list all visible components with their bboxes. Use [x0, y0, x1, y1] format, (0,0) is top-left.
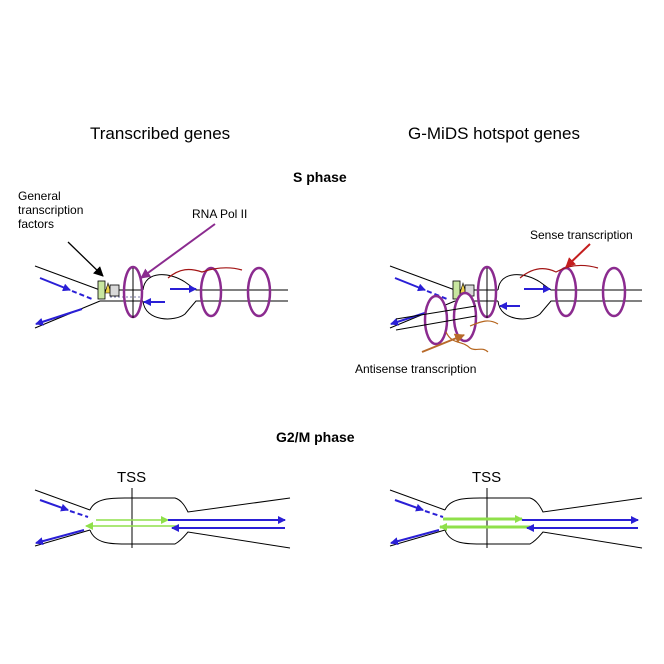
label-gtf-line2: transcription — [18, 203, 83, 217]
g2m-left-fork — [34, 488, 291, 549]
rna-pol-ii-right-2 — [554, 266, 578, 318]
label-rna-pol-ii: RNA Pol II — [192, 207, 247, 221]
label-gtf-line1: General — [18, 189, 61, 203]
rna-pol-ii-antisense-1 — [423, 294, 449, 346]
label-antisense-transcription: Antisense transcription — [355, 362, 476, 376]
label-gtf-line3: factors — [18, 217, 54, 231]
label-sense-transcription: Sense transcription — [530, 228, 633, 242]
rna-pol-ii-left-3 — [246, 266, 272, 318]
s-phase-left-fork — [34, 223, 288, 329]
phase-label-s: S phase — [293, 169, 347, 185]
title-transcribed-genes: Transcribed genes — [90, 124, 230, 143]
phase-label-g2m: G2/M phase — [276, 429, 355, 445]
label-tss-right: TSS — [472, 469, 501, 486]
s-phase-right-fork — [389, 243, 642, 353]
rna-pol-ii-antisense-2 — [452, 291, 478, 343]
g2m-right-fork — [389, 488, 643, 549]
label-tss-left: TSS — [117, 469, 146, 486]
rna-pol-ii-left-2 — [199, 266, 223, 318]
title-gmids-hotspot-genes: G-MiDS hotspot genes — [408, 124, 580, 143]
rna-pol-ii-right-3 — [601, 266, 627, 318]
